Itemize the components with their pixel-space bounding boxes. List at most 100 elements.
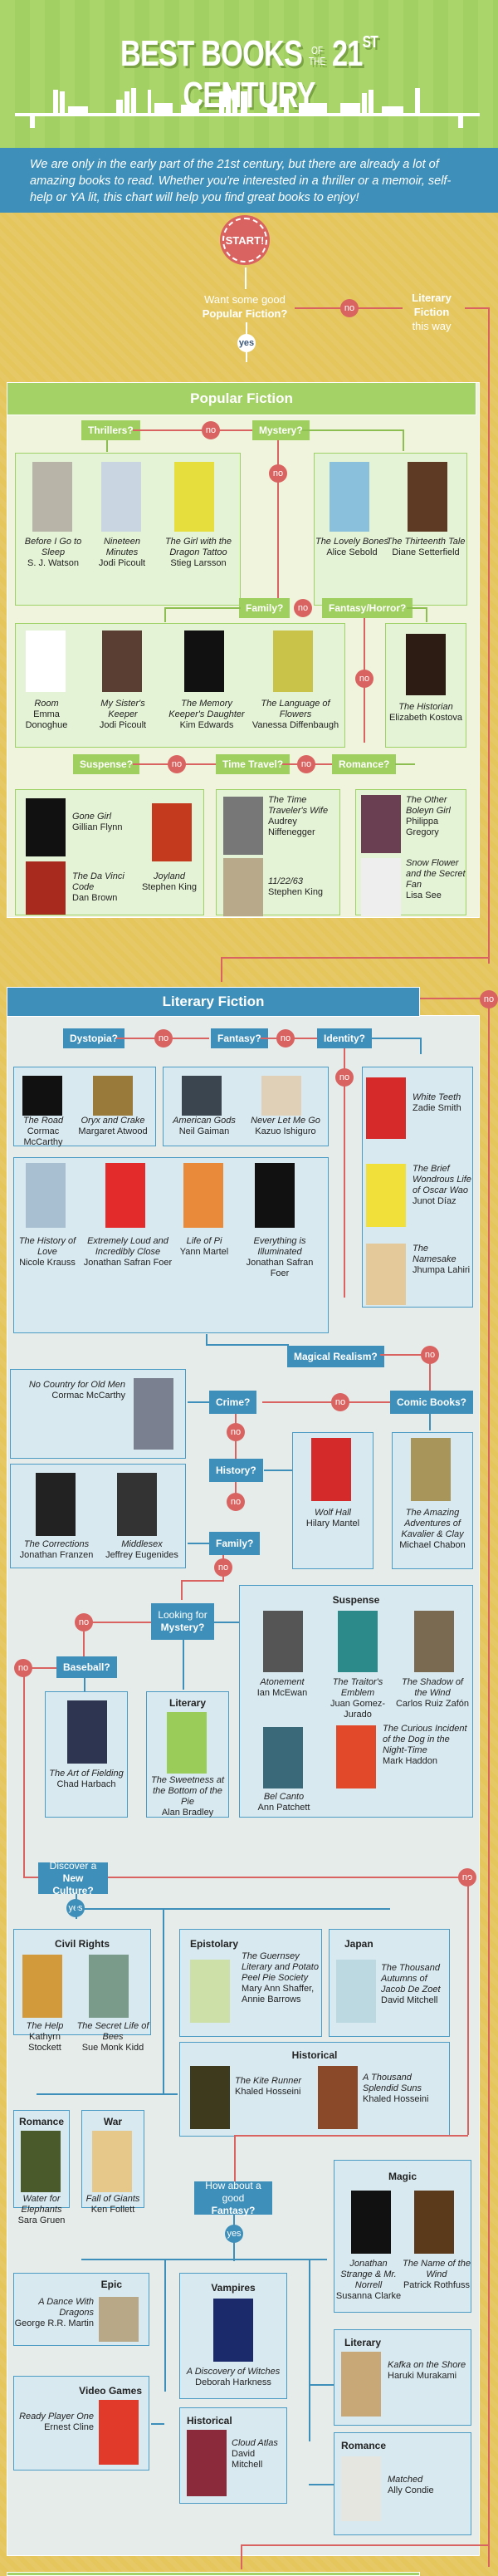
connector xyxy=(164,607,166,622)
connector xyxy=(163,1908,164,2094)
connector xyxy=(403,429,404,451)
question-crime[interactable]: Crime? xyxy=(209,1391,257,1414)
book-cover xyxy=(223,797,263,855)
connector xyxy=(23,1667,56,1669)
connector xyxy=(241,2544,242,2569)
book-cover xyxy=(213,2299,253,2362)
connector xyxy=(151,2423,164,2425)
book-entry: The Guernsey Literary and Potato Peel Pi… xyxy=(242,1951,319,2004)
no-badge: no xyxy=(14,1659,32,1677)
question-family-lit[interactable]: Family? xyxy=(209,1532,261,1555)
popular-fiction-title: Popular Fiction xyxy=(7,382,476,415)
section-heading: Historical xyxy=(291,2049,338,2061)
book-cover xyxy=(93,1076,133,1116)
question-suspense[interactable]: Suspense? xyxy=(73,754,140,774)
connector xyxy=(309,2259,310,2441)
section-heading: Suspense xyxy=(332,1594,380,1606)
question-dystopia[interactable]: Dystopia? xyxy=(63,1028,125,1048)
connector xyxy=(426,607,427,622)
connector xyxy=(188,1401,209,1403)
book-cover xyxy=(26,1163,66,1228)
book-cover xyxy=(26,798,66,856)
book-entry: The Amazing Adventures of Kavalier & Cla… xyxy=(399,1508,466,1550)
connector xyxy=(309,2384,334,2386)
question-family[interactable]: Family? xyxy=(239,598,290,618)
epistolary-box: Epistolary The Guernsey Literary and Pot… xyxy=(179,1929,322,2037)
no-badge: no xyxy=(227,1423,245,1441)
book-cover xyxy=(105,1163,145,1228)
question-history[interactable]: History? xyxy=(209,1459,263,1482)
book-cover xyxy=(67,1700,107,1764)
connector xyxy=(241,2544,490,2546)
book-cover xyxy=(273,631,313,692)
book-cover xyxy=(366,1244,406,1305)
book-cover xyxy=(341,2456,381,2521)
question-time-travel[interactable]: Time Travel? xyxy=(216,754,290,774)
book-cover xyxy=(411,1438,451,1501)
question-mystery[interactable]: Mystery? xyxy=(252,420,310,440)
book-cover xyxy=(174,462,214,532)
question-fantasy[interactable]: Fantasy? xyxy=(211,1028,268,1048)
connector xyxy=(133,429,253,431)
section-heading: Magic xyxy=(388,2171,417,2182)
question-baseball[interactable]: Baseball? xyxy=(56,1656,117,1678)
book-cover xyxy=(184,631,224,692)
connector xyxy=(467,1877,469,2135)
book-cover xyxy=(26,861,66,915)
book-cover xyxy=(336,1725,376,1788)
book-cover xyxy=(89,1955,129,2018)
question-fantasy-horror[interactable]: Fantasy/Horror? xyxy=(322,598,413,618)
book-cover xyxy=(22,1076,62,1116)
comic-books-box: The Amazing Adventures of Kavalier & Cla… xyxy=(392,1432,473,1569)
book-cover xyxy=(330,462,369,532)
connector xyxy=(106,440,108,452)
intro-text: We are only in the early part of the 21s… xyxy=(0,148,498,213)
book-cover xyxy=(22,1955,62,2018)
no-badge: no xyxy=(297,755,315,773)
no-badge: no xyxy=(421,1346,439,1364)
question-romance[interactable]: Romance? xyxy=(332,754,397,774)
no-badge: no xyxy=(335,1068,354,1087)
question-identity[interactable]: Identity? xyxy=(317,1028,372,1048)
book-cover xyxy=(32,462,72,532)
section-heading: War xyxy=(103,2116,123,2127)
question-magical-realism[interactable]: Magical Realism? xyxy=(287,1346,384,1367)
book-cover xyxy=(102,631,142,692)
connector xyxy=(264,1470,292,1471)
connector xyxy=(37,2093,178,2095)
connector xyxy=(407,607,427,609)
book-cover xyxy=(99,2297,139,2342)
question-thrillers[interactable]: Thrillers? xyxy=(81,420,140,440)
connector xyxy=(164,607,241,609)
section-heading: Epic xyxy=(100,2279,122,2290)
question-comic-books[interactable]: Comic Books? xyxy=(390,1391,474,1414)
connector xyxy=(83,1631,85,1656)
connector xyxy=(181,1580,183,1600)
connector xyxy=(206,1334,208,1346)
